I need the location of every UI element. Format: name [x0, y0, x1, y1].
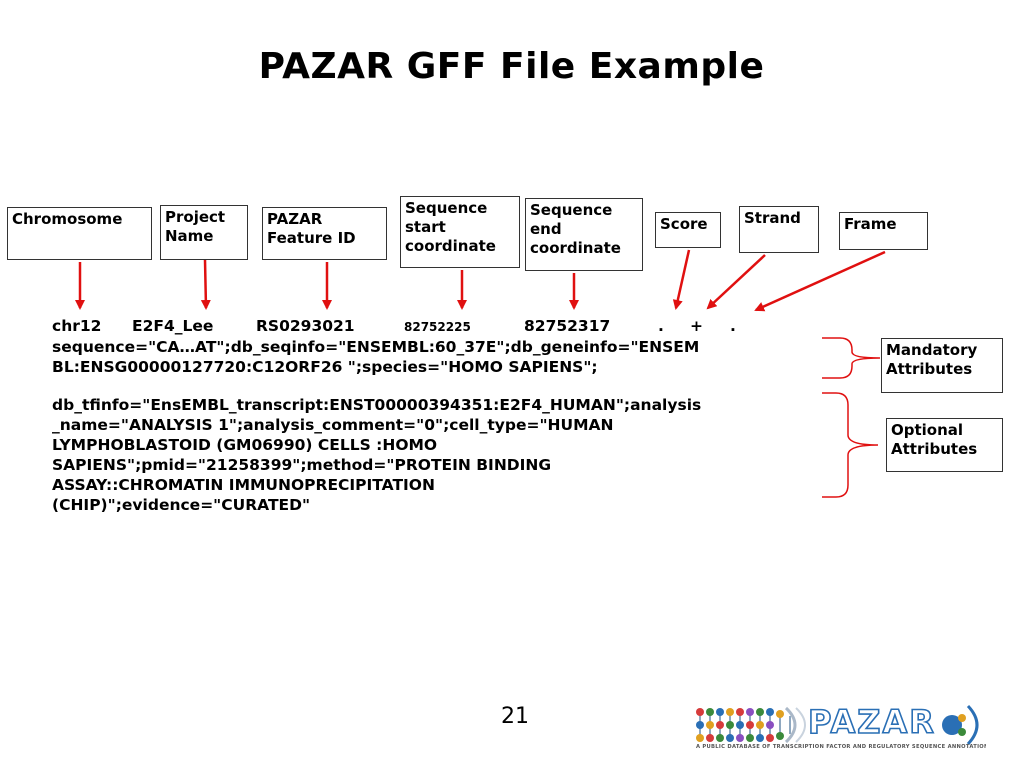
- gff-record-optional: db_tfinfo="EnsEMBL_transcript:ENST000003…: [52, 395, 832, 515]
- label-feature-id: PAZAR Feature ID: [262, 207, 387, 260]
- label-text: Optional: [891, 421, 964, 439]
- field-feature-id: RS0293021: [256, 317, 355, 335]
- bracket-optional: [822, 392, 879, 498]
- label-text: Attributes: [891, 440, 978, 458]
- field-chromosome: chr12: [52, 317, 102, 335]
- label-text: Name: [165, 227, 214, 245]
- label-text: coordinate: [405, 237, 496, 255]
- label-text: Strand: [744, 209, 801, 227]
- label-seq-end: Sequence end coordinate: [525, 198, 643, 271]
- arrow-frame: [754, 250, 886, 312]
- arrow-score: [672, 249, 691, 310]
- field-end: 82752317: [524, 317, 611, 335]
- label-chromosome: Chromosome: [7, 207, 152, 260]
- page-title: PAZAR GFF File Example: [258, 46, 765, 87]
- optional-line: (CHIP)";evidence="CURATED": [52, 496, 311, 514]
- label-text: Chromosome: [12, 210, 123, 228]
- gff-record-mandatory: chr12 E2F4_Lee RS0293021 82752225 82752317. +…: [52, 316, 832, 377]
- label-seq-start: Sequence start coordinate: [400, 196, 520, 268]
- field-project: E2F4_Lee: [132, 317, 214, 335]
- label-mandatory-attributes: Mandatory Attributes: [881, 338, 1003, 393]
- gff-fields-line: chr12 E2F4_Lee RS0293021 82752225 82752317. +…: [52, 316, 832, 337]
- logo-tagline: A PUBLIC DATABASE OF TRANSCRIPTION FACTO…: [696, 744, 986, 750]
- label-text: end: [530, 220, 562, 238]
- field-strand: +: [690, 317, 703, 335]
- label-text: start: [405, 218, 446, 236]
- mandatory-line: BL:ENSG00000127720:C12ORF26 ";species="H…: [52, 358, 598, 376]
- arrow-project: [200, 259, 211, 310]
- label-optional-attributes: Optional Attributes: [886, 418, 1003, 472]
- label-text: Sequence: [405, 199, 488, 217]
- label-text: PAZAR: [267, 210, 323, 228]
- dna-beads-icon: [696, 704, 979, 746]
- label-text: Score: [660, 215, 708, 233]
- label-text: Mandatory: [886, 341, 978, 359]
- mandatory-line: sequence="CA…AT";db_seqinfo="ENSEMBL:60_…: [52, 338, 700, 356]
- label-project-name: Project Name: [160, 205, 248, 260]
- field-score: .: [658, 317, 664, 335]
- optional-line: db_tfinfo="EnsEMBL_transcript:ENST000003…: [52, 396, 702, 414]
- optional-line: ASSAY::CHROMATIN IMMUNOPRECIPITATION: [52, 476, 435, 494]
- logo-wordmark: PAZAR: [807, 702, 936, 742]
- page-number: 21: [501, 704, 529, 729]
- label-text: Attributes: [886, 360, 973, 378]
- bracket-mandatory: [822, 337, 881, 379]
- label-strand: Strand: [739, 206, 819, 253]
- label-frame: Frame: [839, 212, 928, 250]
- optional-line: SAPIENS";pmid="21258399";method="PROTEIN…: [52, 456, 552, 474]
- label-score: Score: [655, 212, 721, 248]
- field-start: 82752225: [404, 320, 471, 334]
- label-text: coordinate: [530, 239, 621, 257]
- arrow-strand: [706, 254, 766, 310]
- field-frame: .: [730, 317, 736, 335]
- label-text: Sequence: [530, 201, 613, 219]
- pazar-logo: [696, 704, 979, 746]
- label-text: Feature ID: [267, 229, 356, 247]
- optional-line: _name="ANALYSIS 1";analysis_comment="0";…: [52, 416, 614, 434]
- optional-line: LYMPHOBLASTOID (GM06990) CELLS :HOMO: [52, 436, 438, 454]
- label-text: Frame: [844, 215, 897, 233]
- label-text: Project: [165, 208, 226, 226]
